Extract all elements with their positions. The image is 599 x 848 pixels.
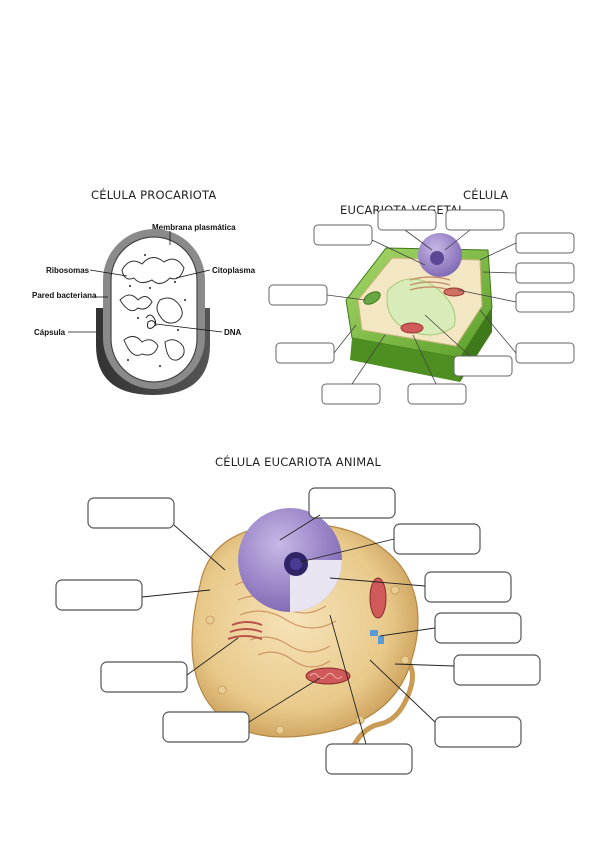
animal-label-box (325, 743, 413, 775)
cell-wall-label: Pared bacteriana (32, 291, 97, 300)
plant-label-box (268, 284, 328, 306)
animal-heading: CÉLULA EUCARIOTA ANIMAL (215, 455, 382, 469)
plant-label-box (275, 342, 335, 364)
plant-label-box (453, 355, 513, 377)
plant-label-box (515, 232, 575, 254)
animal-label-box (434, 716, 522, 748)
animal-label-box (424, 571, 512, 603)
plant-label-box (515, 262, 575, 284)
capsule-label: Cápsula (34, 328, 66, 337)
animal-label-box (87, 497, 175, 529)
plant-heading-line1: CÉLULA (463, 188, 509, 202)
plant-label-box (321, 383, 381, 405)
cytoplasm-label: Citoplasma (212, 266, 256, 275)
plant-label-box (445, 209, 505, 231)
plant-cell-diagram (268, 209, 575, 405)
plant-label-box (515, 342, 575, 364)
membrane-label: Membrana plasmática (152, 223, 236, 232)
animal-label-box (393, 523, 481, 555)
animal-label-box (308, 487, 396, 519)
ribosomes-label: Ribosomas (46, 266, 90, 275)
dna-label: DNA (224, 328, 242, 337)
animal-cell-diagram (55, 487, 541, 775)
animal-label-box (55, 579, 143, 611)
plant-label-box (407, 383, 467, 405)
plant-label-box (313, 224, 373, 246)
plant-label-box (377, 209, 437, 231)
plant-label-box (515, 291, 575, 313)
animal-label-box (453, 654, 541, 686)
prokaryote-heading: CÉLULA PROCARIOTA (91, 188, 217, 202)
animal-label-box (162, 711, 250, 743)
prokaryote-diagram (68, 229, 223, 395)
animal-label-box (434, 612, 522, 644)
animal-label-box (100, 661, 188, 693)
